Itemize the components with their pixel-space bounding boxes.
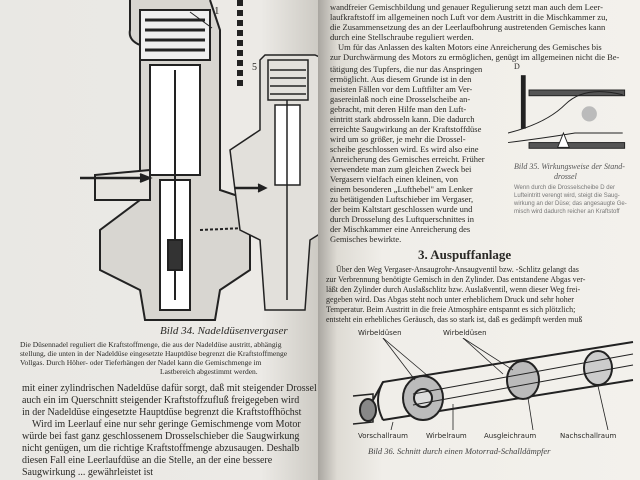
text-line: die Zusammensetzung des an der Leerlaufb…: [330, 22, 606, 32]
text-line: der beim Kaltstart geschlossen wurde und: [330, 204, 473, 214]
text-line: Um für das Anlassen des kalten Motors ei…: [338, 42, 602, 52]
label-nachschallraum: Nachschallraum: [560, 432, 617, 440]
right-page: wandfreier Gemischbildung und genauer Re…: [318, 0, 640, 480]
description-line: misch wird dadurch reicher an Kraftstoff: [514, 209, 620, 215]
label-wirbelduesen-2: Wirbeldüsen: [443, 329, 487, 337]
text-line: zur Verbrennung benötigte Gemisch in den…: [326, 275, 586, 284]
text-line: eintritt stark abdrosseln kann. Die dadu…: [330, 114, 475, 124]
label-vorschallraum: Vorschallraum: [358, 432, 408, 440]
text-line: zu betätigenden Luftschieber im Vergaser…: [330, 194, 474, 204]
text-line: einem besonderen „Lufthebel" am Lenker: [330, 184, 473, 194]
text-line: zur Durchwärmung des Motors zu ermöglich…: [330, 52, 620, 62]
body-line: auch ein im Querschnitt steigender Kraft…: [22, 395, 300, 406]
text-line: Gemisches bewirkte.: [330, 234, 402, 244]
label-ausgleichraum: Ausgleichraum: [484, 432, 537, 440]
body-line: würde bei fast ganz geschlossenem Drosse…: [22, 431, 300, 442]
left-page: 1 5 Bild 34. Nadeldüsenvergaser Die Düse…: [0, 0, 326, 480]
body-line: in der Nadeldüse eingesetzte Hauptdüse b…: [22, 407, 302, 418]
body-line: Saugwirkung ... gewährleistet ist: [22, 467, 154, 478]
text-line: gebracht, mit deren Hilfe man den Luft-: [330, 104, 467, 114]
text-line: ermöglicht. Aus diesem Grunde ist in den: [330, 74, 472, 84]
description-line: wirkung an der Düse; das angesaugte Ge-: [514, 201, 627, 207]
description-line: Lufteintritt verengt wird, steigt die Sa…: [514, 193, 620, 199]
text-line: durch eine Stellschraube reguliert werde…: [330, 32, 474, 42]
text-line: Anreicherung des Gemisches erreicht. Frü…: [330, 154, 485, 164]
text-line: Vergasern vielfach einen kleinen, von: [330, 174, 459, 184]
figure-label-1: 1: [214, 5, 220, 17]
description-line: Vollgas. Durch Höher- oder Tieferhängen …: [20, 358, 262, 367]
text-line: erreichte Saugwirkung an der Kraftstoffd…: [330, 124, 482, 134]
body-line: Wird im Leerlauf eine nur sehr geringe G…: [32, 419, 301, 430]
text-line: der Mischkammer eine Anreicherung des: [330, 224, 471, 234]
description-line: Lastbereich abgestimmt werden.: [160, 367, 258, 376]
carburetor-illustration: [80, 0, 326, 321]
text-line: wandfreier Gemischbildung und genauer Re…: [330, 2, 603, 12]
text-line: scheibe geschlossen wird. Es wird also e…: [330, 144, 479, 154]
text-line: Über den Weg Vergaser-Ansaugrohr-Ansaugv…: [336, 265, 579, 274]
body-line: diesen Fall eine Leerlaufdüse an die Ste…: [22, 455, 273, 466]
text-line: läßt den Zylinder durch Auslaßschlitz bz…: [326, 285, 581, 294]
text-line: verwendete man zum gleichen Zweck bei: [330, 164, 472, 174]
figure-35-caption: Bild 35. Wirkungsweise der Stand-: [514, 162, 625, 171]
body-line: mit einer zylindrischen Nadeldüse dafür …: [22, 383, 317, 394]
text-line: wird um so größer, je mehr die Drossel-: [330, 134, 466, 144]
figure-35-caption-2: drossel: [554, 172, 577, 181]
figure-34-caption: Bild 34. Nadeldüsenvergaser: [160, 325, 288, 337]
label-wirbelraum: Wirbelraum: [426, 432, 467, 440]
label-wirbelduesen-1: Wirbeldüsen: [358, 329, 402, 337]
text-line: meisten Fällen vor dem Luftfilter am Ver…: [330, 84, 473, 94]
choke-label-d: D: [514, 62, 520, 71]
text-line: gegeben wird. Das Abgas steht noch unter…: [326, 295, 574, 304]
description-line: Die Düsennadel reguliert die Kraftstoffm…: [20, 340, 282, 349]
text-line: Temperatur. Beim Austritt in die freie A…: [326, 305, 576, 314]
description-line: Wenn durch die Drosselscheibe D der: [514, 185, 615, 191]
text-line: durch Drosselung des Luftquerschnittes i…: [330, 214, 474, 224]
body-line: nicht genügen, um die richtige Kraftstof…: [22, 443, 300, 454]
figure-36-caption: Bild 36. Schnitt durch einen Motorrad-Sc…: [368, 446, 551, 456]
choke-illustration: [508, 75, 626, 149]
text-line: laufkraftstoff im allgemeinen noch Luft …: [330, 12, 608, 22]
text-line: gasereinlaß noch eine Drosselscheibe an-: [330, 94, 471, 104]
text-line: tätigung des Tupfers, die nur das Anspri…: [330, 64, 483, 74]
muffler-illustration: [352, 338, 634, 430]
text-line: entsteht ein erhebliches Geräusch, das s…: [326, 315, 583, 324]
figure-label-5: 5: [252, 62, 257, 73]
section-heading: 3. Auspuffanlage: [418, 247, 512, 262]
description-line: stellung, die unten in der Nadeldüse ein…: [20, 349, 288, 358]
